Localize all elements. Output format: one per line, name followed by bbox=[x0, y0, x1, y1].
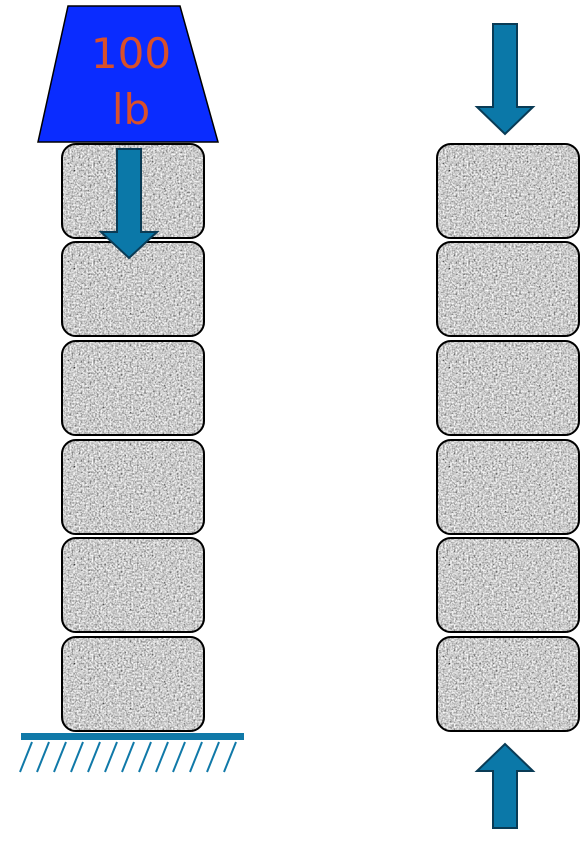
granite-block-icon bbox=[61, 537, 205, 633]
right-stack bbox=[436, 24, 580, 828]
left-stack: 100 lb bbox=[20, 6, 244, 772]
granite-block-icon bbox=[61, 636, 205, 732]
weight-label-line1: 100 bbox=[91, 29, 171, 78]
arrow-down-icon bbox=[477, 24, 533, 134]
granite-block-icon bbox=[436, 537, 580, 633]
granite-block-icon bbox=[436, 636, 580, 732]
ground-hatch-icon bbox=[20, 733, 244, 772]
granite-block-icon bbox=[436, 439, 580, 535]
granite-block-icon bbox=[436, 143, 580, 239]
granite-block-icon bbox=[436, 340, 580, 436]
granite-block-icon bbox=[61, 340, 205, 436]
granite-block-icon bbox=[436, 241, 580, 337]
granite-block-icon bbox=[61, 439, 205, 535]
right-blocks bbox=[436, 143, 580, 732]
weight: 100 lb bbox=[38, 6, 218, 142]
arrow-up-icon bbox=[477, 744, 533, 828]
weight-label-line2: lb bbox=[112, 85, 150, 134]
